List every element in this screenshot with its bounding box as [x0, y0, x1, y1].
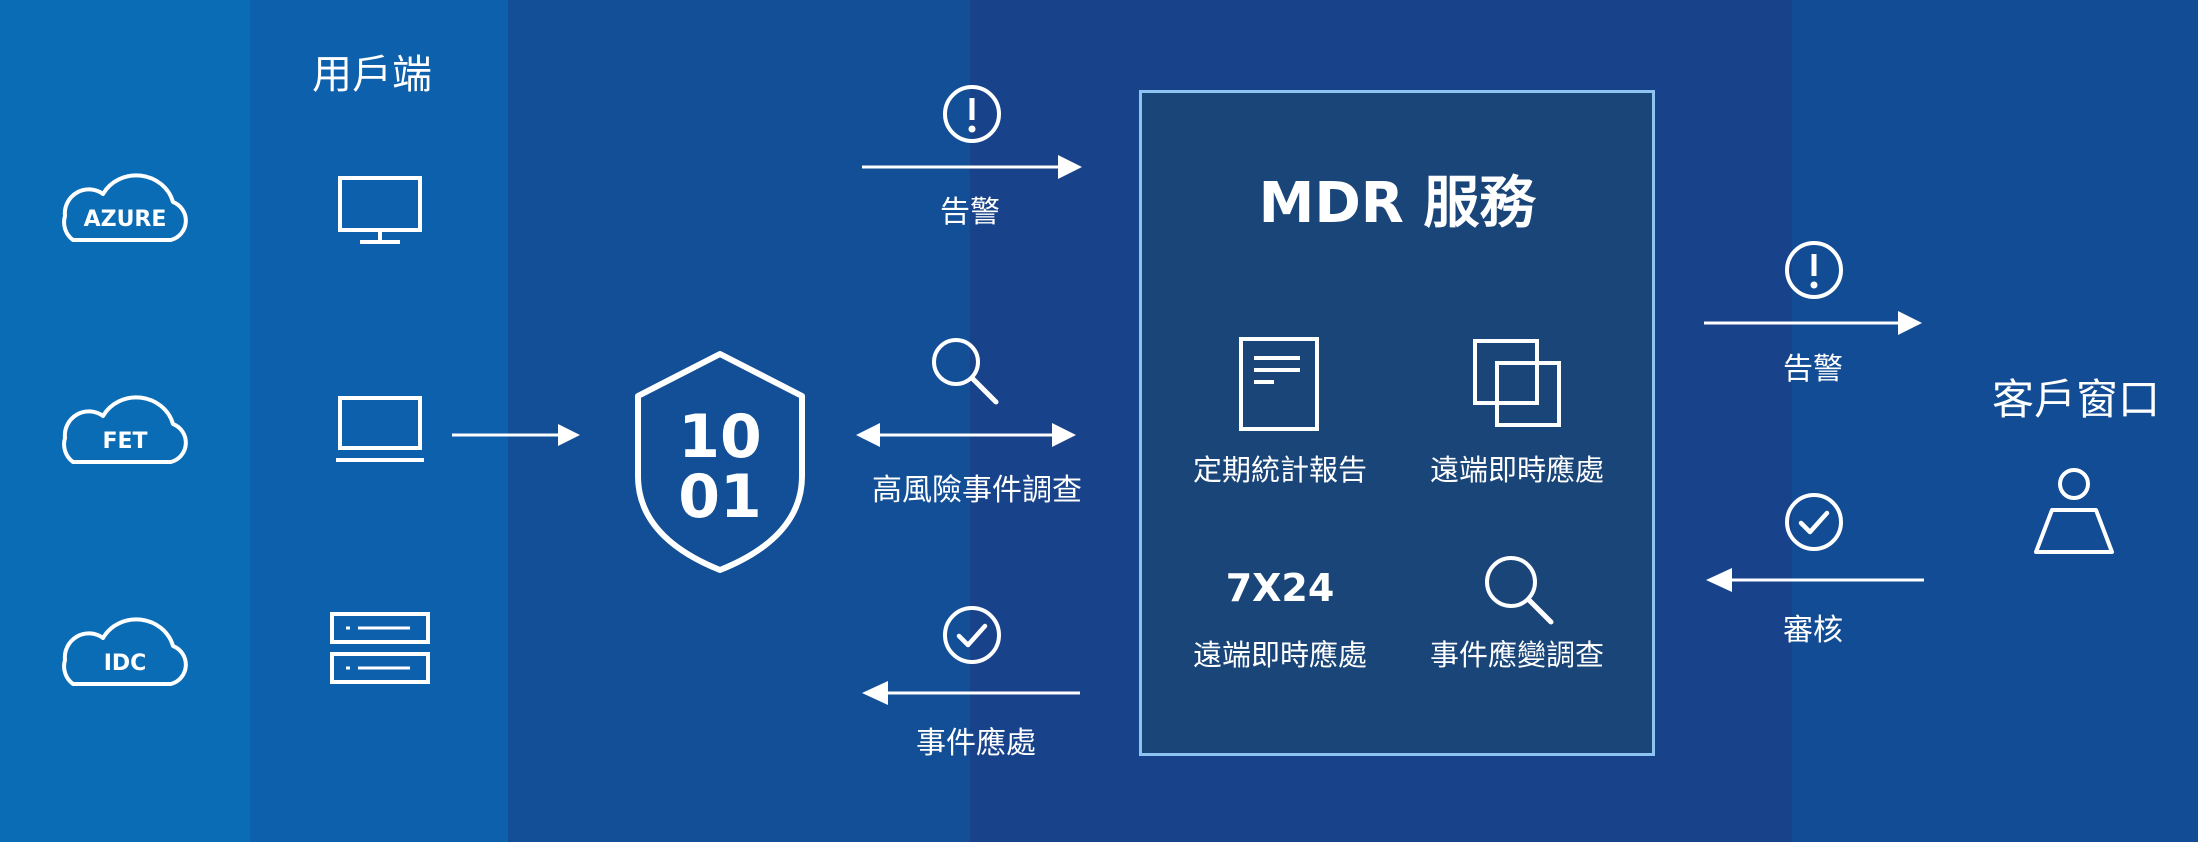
mdr-service-panel: [1139, 90, 1655, 756]
magnifier-icon: [1485, 556, 1554, 625]
cloud-icon: [62, 173, 188, 242]
arrow-left-icon: [862, 681, 1080, 705]
background-band-customer: [1792, 0, 2198, 842]
cloud-icon: [62, 395, 188, 464]
arrow-right-icon: [1704, 311, 1922, 335]
mdr-service-label-remote-24h: 遠端即時應處: [1192, 638, 1368, 672]
mdr-service-headline-7x24: 7X24: [1225, 566, 1335, 610]
mdr-service-label-investigation: 事件應變調查: [1429, 638, 1605, 672]
double-arrow-icon: [856, 423, 1076, 447]
cloud-label-azure: AZURE: [83, 207, 167, 232]
exclamation-circle-icon: [1785, 241, 1843, 299]
cloud-label-idc: IDC: [103, 651, 147, 676]
cloud-label-fet: FET: [102, 429, 148, 454]
server-icon: [330, 612, 430, 684]
arrow-right-icon: [862, 155, 1082, 179]
mdr-service-label-report: 定期統計報告: [1192, 453, 1368, 487]
background-band-flow: [508, 0, 970, 842]
overlapping-squares-icon: [1473, 339, 1561, 427]
check-circle-icon: [1785, 493, 1843, 551]
arrow-right-icon: [452, 424, 580, 446]
background-band-cloud: [0, 0, 250, 842]
shield-icon: [635, 351, 805, 573]
flow-left-response-label: 事件應處: [916, 726, 1036, 761]
shield-digits-line1: 10: [678, 402, 762, 472]
check-circle-icon: [943, 606, 1001, 664]
flow-left-investigation-label: 高風險事件調查: [872, 473, 1082, 508]
person-icon: [2034, 468, 2114, 554]
exclamation-circle-icon: [943, 85, 1001, 143]
mdr-service-label-remote: 遠端即時應處: [1429, 453, 1605, 487]
background-band-endpoints: [250, 0, 508, 842]
flow-left-alert-label: 告警: [940, 195, 1000, 230]
flow-right-review-label: 審核: [1783, 613, 1843, 648]
arrow-left-icon: [1706, 568, 1924, 592]
customer-title: 客戶窗口: [1991, 375, 2161, 424]
cloud-icon: [62, 617, 188, 686]
laptop-icon: [336, 396, 424, 462]
flow-right-alert-label: 告警: [1783, 352, 1843, 387]
document-icon: [1239, 337, 1319, 431]
endpoints-title: 用戶端: [312, 52, 432, 98]
magnifier-icon: [932, 338, 999, 405]
desktop-monitor-icon: [338, 176, 422, 244]
mdr-title: MDR 服務: [1258, 171, 1536, 236]
shield-digits-line2: 01: [678, 462, 762, 532]
